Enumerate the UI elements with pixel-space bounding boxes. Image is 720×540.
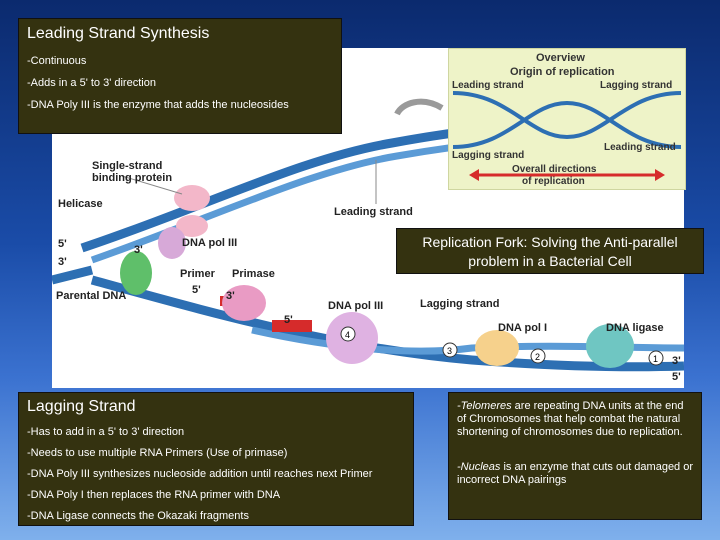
- ssb-label-line1: Single-strand: [92, 160, 163, 172]
- three-prime-primer-label: 3': [226, 290, 235, 302]
- overview-strand: [452, 100, 682, 149]
- ssb-label-line2: binding protein: [92, 172, 173, 184]
- lagging-strand-line: -DNA Poly III synthesizes nucleoside add…: [27, 468, 373, 480]
- lagging-strand-title: Lagging Strand: [27, 398, 136, 415]
- single-strand-binding-protein: [174, 185, 210, 211]
- nucleas-text: is an enzyme that cuts out damaged or in…: [457, 461, 694, 486]
- dna-pol-iii-lagging-label: DNA pol III: [328, 300, 384, 312]
- lagging-strand-line: -Needs to use multiple RNA Primers (Use …: [27, 447, 288, 459]
- overview-lagging-right: Lagging strand: [600, 80, 673, 91]
- leading-strand-box: Leading Strand Synthesis -Continuous -Ad…: [18, 18, 342, 134]
- lagging-strand-line: -Has to add in a 5' to 3' direction: [27, 426, 185, 438]
- leading-strand-title: Leading Strand Synthesis: [27, 25, 210, 42]
- marker-1-text: 1: [653, 354, 658, 364]
- arrowhead-left: [469, 169, 479, 181]
- helicase: [120, 251, 152, 295]
- replication-fork-diagram: 4 3 2 1: [50, 98, 685, 372]
- primer-label: Primer: [180, 268, 215, 280]
- primase: [222, 285, 266, 321]
- parental-dna-strand: [50, 265, 94, 285]
- five-prime-primer-label: 5': [192, 284, 201, 296]
- overview-leading-right: Leading strand: [604, 142, 676, 153]
- marker-3-text: 3: [447, 346, 452, 356]
- marker-2-text: 2: [535, 352, 540, 362]
- five-prime-lagging-label: 5': [284, 314, 293, 326]
- rna-primer: [272, 320, 312, 332]
- overview-lagging-left: Lagging strand: [452, 150, 525, 161]
- replication-fork-caption-text: Replication Fork: Solving the Anti-paral…: [422, 234, 678, 269]
- lagging-strand-box: Lagging Strand -Has to add in a 5' to 3'…: [18, 392, 414, 526]
- overview-overall-line2: of replication: [522, 176, 585, 187]
- marker-2: [530, 348, 546, 364]
- dna-ligase: [586, 324, 634, 368]
- marker-3: [442, 342, 458, 358]
- overview-leading-left: Leading strand: [452, 80, 524, 91]
- five-prime-label: 5': [58, 238, 67, 250]
- marker-4: [340, 326, 356, 342]
- five-prime-right-label: 5': [672, 371, 681, 383]
- three-prime-right-label: 3': [672, 355, 681, 367]
- telomeres-nucleas-box: -Telomeres are repeating DNA units at th…: [448, 392, 702, 520]
- dna-pol-iii-leading: [158, 227, 186, 259]
- leading-strand-line: -Continuous: [27, 55, 87, 67]
- telomeres-term: -Telomeres: [457, 400, 512, 412]
- leading-strand-line: -DNA Poly III is the enzyme that adds th…: [27, 99, 289, 111]
- lagging-strand-line: -DNA Ligase connects the Okazaki fragmen…: [27, 510, 249, 522]
- lagging-strand-line: -DNA Poly I then replaces the RNA primer…: [27, 489, 281, 501]
- arrowhead-right: [655, 169, 665, 181]
- overview-title: Overview: [536, 52, 585, 64]
- overview-inset: [448, 48, 686, 190]
- three-prime-label-upper: 3': [134, 244, 143, 256]
- telomeres-paragraph: -Telomeres are repeating DNA units at th…: [457, 400, 693, 439]
- lagging-strand-label: Lagging strand: [420, 298, 500, 310]
- pointer-line: [121, 175, 183, 195]
- replication-fork-caption: Replication Fork: Solving the Anti-paral…: [396, 228, 704, 274]
- dna-pol-i-label: DNA pol I: [498, 322, 548, 334]
- leading-strand-line: -Adds in a 5' to 3' direction: [27, 77, 156, 89]
- dna-pol-i: [475, 330, 519, 366]
- helicase-label: Helicase: [58, 198, 103, 210]
- three-prime-label: 3': [58, 256, 67, 268]
- marker-4-text: 4: [345, 330, 350, 340]
- overview-strand: [452, 91, 682, 140]
- overview-overall-line1: Overall directions: [512, 164, 597, 175]
- marker-1: [648, 350, 664, 366]
- overview-arrow: [394, 98, 444, 116]
- nucleas-term: -Nucleas: [457, 461, 501, 473]
- overview-diagram: [452, 91, 682, 181]
- leading-strand-label: Leading strand: [334, 206, 413, 218]
- overview-origin-label: Origin of replication: [510, 66, 615, 78]
- nucleas-paragraph: -Nucleas is an enzyme that cuts out dama…: [457, 461, 693, 487]
- dna-ligase-label: DNA ligase: [606, 322, 664, 334]
- primase-label: Primase: [232, 268, 275, 280]
- telomeres-text: are repeating DNA units at the end of Ch…: [457, 400, 684, 438]
- dna-pol-iii-leading-label: DNA pol III: [182, 237, 238, 249]
- single-strand-binding-protein: [176, 215, 208, 237]
- parental-dna-label: Parental DNA: [56, 290, 127, 302]
